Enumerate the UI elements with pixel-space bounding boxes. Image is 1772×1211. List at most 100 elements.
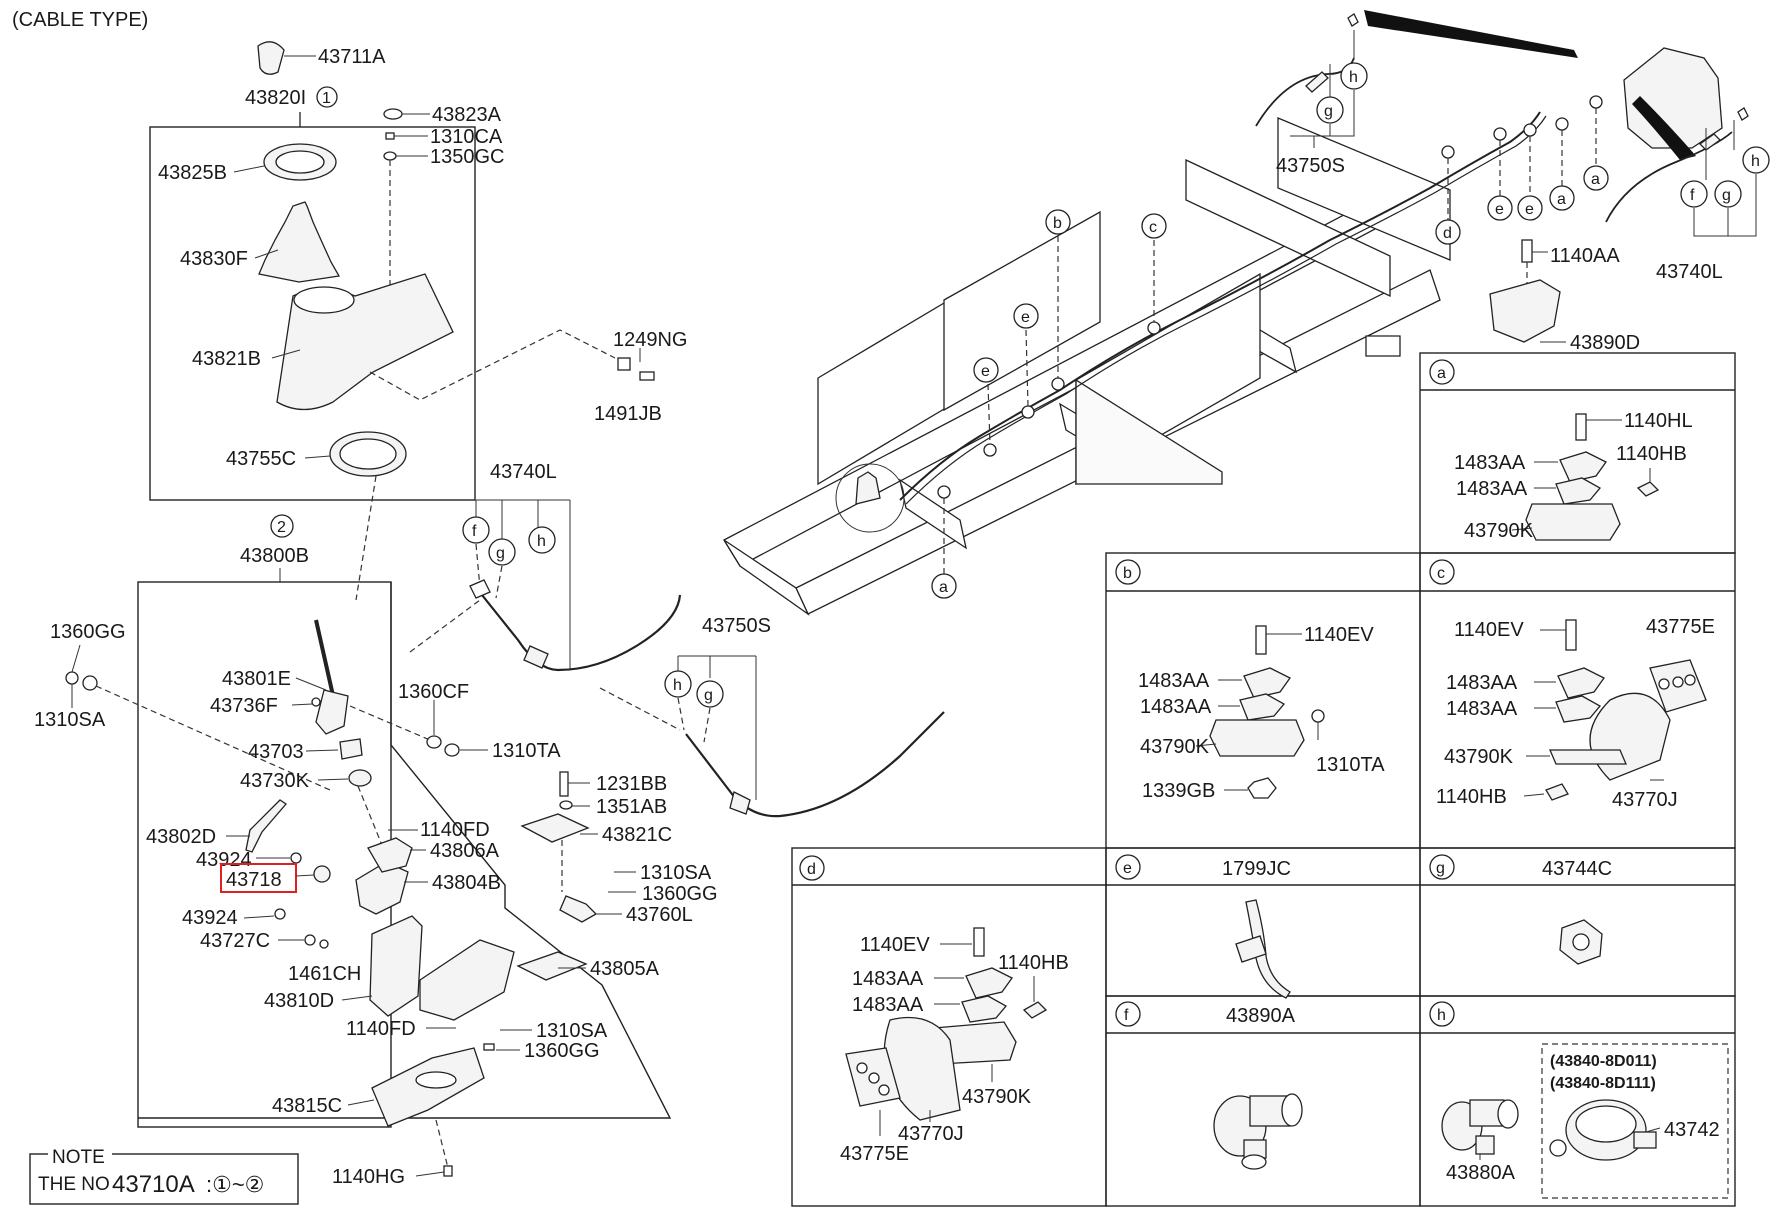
knob-43711A [257, 41, 285, 75]
cable-type-title: (CABLE TYPE) [12, 9, 148, 31]
callout-h-top[interactable] [1340, 62, 1368, 90]
label-43823A: 43823A [432, 104, 502, 126]
lever-43801E [315, 689, 349, 735]
callout-a-frame-3-label: a [1591, 171, 1600, 188]
panel-b-content: b 1140EV 1483AA 1483AA 43790K 1310TA 133… [1115, 559, 1385, 802]
label-1351AB: 1351AB [596, 796, 667, 818]
label-43802D: 43802D [146, 826, 216, 848]
label-43821B: 43821B [192, 348, 261, 370]
panel-h-content: h 43880A (43840-8D011) (43840-8D111) 437… [1429, 1001, 1729, 1199]
callout-e-frame-4-label: e [1525, 201, 1534, 218]
callout-h-mid-label: h [673, 677, 682, 694]
callout-2-label: 2 [277, 519, 286, 536]
highlight-43718[interactable] [220, 863, 297, 893]
callout-c-frame[interactable] [1141, 213, 1167, 239]
label-43730K: 43730K [240, 770, 310, 792]
part-1310CA [385, 132, 395, 140]
panel-c-content: c 1140EV 43775E 1483AA 1483AA 43790K 114… [1429, 559, 1715, 811]
label-43821C: 43821C [602, 824, 672, 846]
label-1310CA: 1310CA [430, 126, 503, 148]
panel-c-letter-label: c [1437, 565, 1445, 582]
label-43750S-left: 43750S [702, 615, 771, 637]
callout-g-left-label: g [496, 545, 505, 562]
callout-b-frame[interactable] [1045, 209, 1071, 235]
label-43815C: 43815C [272, 1095, 342, 1117]
callout-h-mid[interactable] [664, 670, 692, 698]
callout-e-frame-1-label: e [981, 363, 990, 380]
panel-h-alt2: (43840-8D111) [1550, 1075, 1656, 1092]
callout-f-left[interactable] [462, 516, 490, 544]
label-1491JB: 1491JB [594, 403, 662, 425]
panel-a-letter-label: a [1437, 365, 1446, 382]
panel-g-content: g 43744C [1429, 854, 1612, 965]
label-43825B: 43825B [158, 162, 227, 184]
panel-h [1419, 995, 1736, 1207]
callout-e-frame-3[interactable] [1487, 195, 1513, 221]
panel-h-43742: 43742 [1664, 1119, 1720, 1141]
callout-c-frame-label: c [1149, 219, 1157, 236]
panel-d-content: d 1140EV 1483AA 1140HB 1483AA 43790K 437… [799, 855, 1069, 1165]
callout-g-right[interactable] [1714, 180, 1742, 208]
label-43703: 43703 [248, 741, 304, 763]
callout-e-frame-1[interactable] [973, 357, 999, 383]
callout-e-frame-2[interactable] [1013, 303, 1039, 329]
label-1360CF: 1360CF [398, 681, 469, 703]
label-1231BB: 1231BB [596, 773, 667, 795]
panel-c-43775E: 43775E [1646, 616, 1715, 638]
shift-lever-assembly: 43820I 1 43711A 43823A 1310CA 1350GC 438… [34, 41, 688, 1188]
callout-a-frame-2[interactable] [1549, 185, 1575, 211]
panel-c-letter [1429, 559, 1455, 585]
panel-f-title: 43890A [1226, 1005, 1296, 1027]
callout-d-frame-label: d [1443, 225, 1452, 242]
mid-fastener-cluster: 1231BB 1351AB 43821C 1310SA 1360GG 43760… [520, 771, 718, 926]
part-1360CF [426, 735, 442, 749]
part-43823A [383, 108, 403, 120]
label-43760L: 43760L [626, 904, 693, 926]
callout-g-left[interactable] [488, 538, 516, 566]
callout-h-right[interactable] [1742, 146, 1770, 174]
label-43750S-top: 43750S [1276, 155, 1345, 177]
callout-a-frame-3[interactable] [1583, 165, 1609, 191]
callout-f-right[interactable] [1680, 180, 1708, 208]
callout-h-right-label: h [1751, 153, 1760, 170]
panel-b-letter [1115, 559, 1141, 585]
label-43800B: 43800B [240, 545, 309, 567]
panel-e-content: e 1799JC [1115, 854, 1291, 999]
box-43820I [149, 126, 476, 501]
callout-g-top[interactable] [1316, 96, 1344, 124]
callout-g-mid[interactable] [696, 680, 724, 708]
label-43740L-right: 43740L [1656, 261, 1723, 283]
label-1360GG-c: 1360GG [524, 1040, 600, 1062]
callout-g-top-label: g [1324, 103, 1333, 120]
label-1249NG: 1249NG [613, 329, 688, 351]
panel-a-1140HB: 1140HB [1616, 443, 1687, 465]
label-43801E: 43801E [222, 668, 291, 690]
panel-b-43790K: 43790K [1140, 736, 1210, 758]
callout-b-frame-label: b [1053, 215, 1062, 232]
callout-h-left[interactable] [528, 526, 556, 554]
part-43802D [245, 799, 287, 853]
panel-h-letter [1429, 1001, 1455, 1027]
callout-a-frame[interactable] [931, 573, 957, 599]
part-43703 [339, 738, 363, 760]
boot-43830F [258, 201, 341, 283]
label-43806A: 43806A [430, 840, 500, 862]
part-1350GC [383, 151, 397, 161]
panel-d-1140HB: 1140HB [998, 952, 1069, 974]
panel-e-title: 1799JC [1222, 858, 1291, 880]
callout-2[interactable] [270, 514, 294, 538]
box-43800B [137, 581, 392, 1128]
cable-43750S-left: 43750S h g [664, 615, 945, 818]
ring-43730K [348, 769, 372, 787]
callout-1[interactable] [316, 86, 338, 108]
callout-d-frame[interactable] [1435, 219, 1461, 245]
shifter-detail-circle [835, 463, 905, 533]
pointer-wedge-top [1364, 10, 1578, 58]
cable-43740L-left: 43740L f g h [409, 461, 682, 731]
panel-g-letter-label: g [1436, 860, 1445, 877]
label-1310TA-left: 1310TA [492, 740, 561, 762]
chassis-frame: a e e b c d e e a a [723, 10, 1770, 616]
panel-e-letter [1115, 854, 1141, 880]
callout-e-frame-4[interactable] [1517, 195, 1543, 221]
label-1140FD-a: 1140FD [420, 819, 490, 841]
